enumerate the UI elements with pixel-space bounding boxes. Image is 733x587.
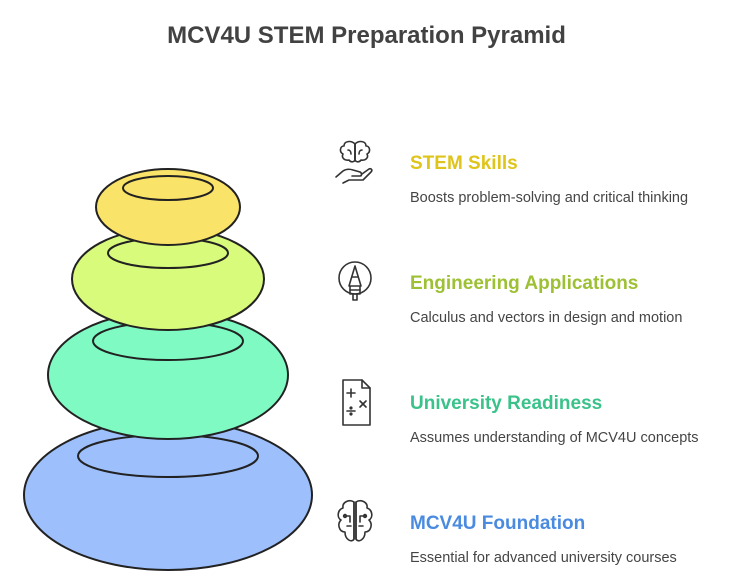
level-description: Calculus and vectors in design and motio… [410, 310, 683, 326]
level-university-readiness: University Readiness Assumes understandi… [410, 393, 710, 448]
level-title: University Readiness [410, 393, 603, 414]
level-mcv4u-foundation: MCV4U Foundation Essential for advanced … [410, 513, 710, 568]
level-stem-skills: STEM Skills Boosts problem-solving and c… [410, 153, 710, 208]
brain-hand-icon [335, 140, 373, 184]
tier-engineering-applications [71, 227, 265, 331]
brain-circuit-icon [337, 500, 373, 542]
level-title: MCV4U Foundation [410, 513, 586, 534]
level-title: STEM Skills [410, 153, 518, 174]
level-title: Engineering Applications [410, 273, 639, 294]
math-document-icon [342, 379, 371, 426]
tier-mcv4u-foundation [23, 419, 313, 571]
level-description: Assumes understanding of MCV4U concepts [410, 430, 699, 446]
level-engineering-applications: Engineering Applications Calculus and ve… [410, 273, 710, 328]
tier-stem-skills [95, 168, 241, 246]
level-description: Boosts problem-solving and critical thin… [410, 190, 689, 206]
level-description: Essential for advanced university course… [410, 550, 677, 566]
page-title: MCV4U STEM Preparation Pyramid [167, 22, 566, 49]
pencil-compass-icon [338, 261, 372, 301]
